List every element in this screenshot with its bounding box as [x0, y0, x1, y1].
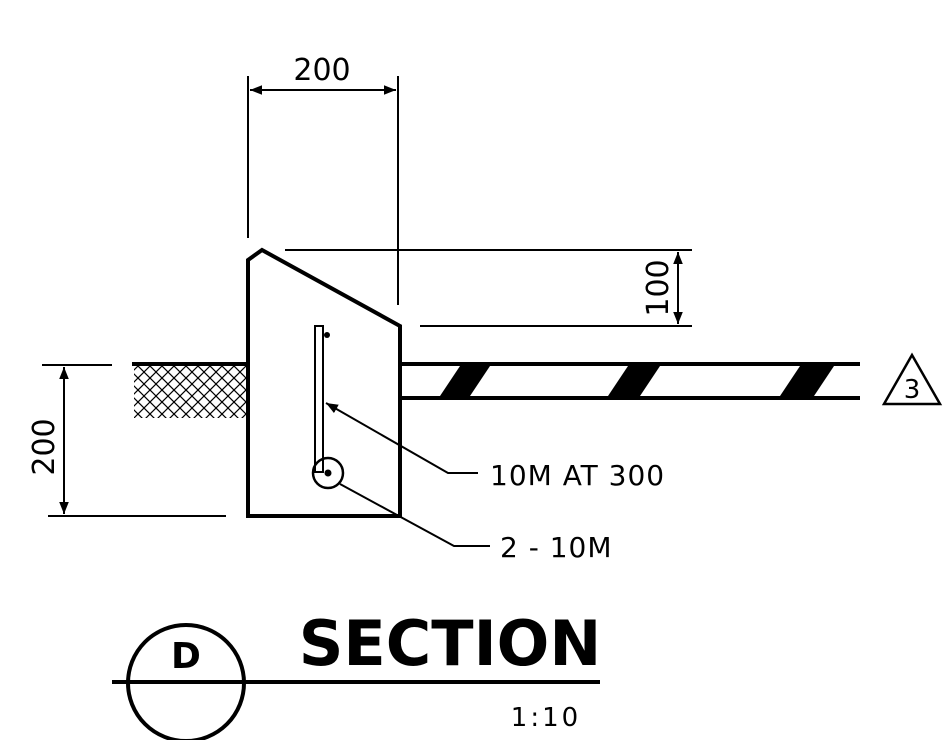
slab-stripe: [440, 366, 490, 396]
bottom-bars-note: 2 - 10M: [500, 531, 613, 564]
section-title: SECTION: [299, 607, 601, 680]
leader-line: [339, 483, 490, 547]
bottom-bars-callout-circle: [311, 456, 345, 490]
earth-hatch: [134, 366, 246, 418]
detail-reference-tag: 3: [881, 352, 943, 406]
slab-stripe: [780, 366, 834, 396]
section-marker-letter: D: [171, 636, 201, 677]
section-scale: 1:10: [511, 703, 581, 733]
reference-triangle: [881, 352, 943, 406]
rebar-spacing-callout: 10M AT 300: [325, 402, 665, 492]
pavement-slab: [398, 362, 860, 400]
left-height-value: 200: [27, 418, 62, 475]
slab-stripe: [608, 366, 660, 396]
slope-drop-dimension: 100: [285, 249, 692, 327]
section-title-block: D SECTION 1:10: [112, 607, 601, 740]
vertical-rebar: [314, 325, 324, 473]
ground: [132, 362, 248, 418]
rebar-dot-bottom: [324, 469, 332, 477]
rebar-spacing-note: 10M AT 300: [490, 459, 665, 492]
top-width-dimension: 200: [247, 53, 399, 305]
detail-reference-number: 3: [904, 375, 921, 405]
leader-line: [325, 402, 478, 474]
curb-section: [246, 247, 402, 518]
slope-drop-value: 100: [641, 259, 676, 316]
rebar-dot-top: [324, 332, 330, 338]
left-height-dimension: 200: [27, 364, 226, 517]
bottom-bars-callout: 2 - 10M: [339, 483, 613, 564]
top-width-value: 200: [293, 53, 350, 88]
